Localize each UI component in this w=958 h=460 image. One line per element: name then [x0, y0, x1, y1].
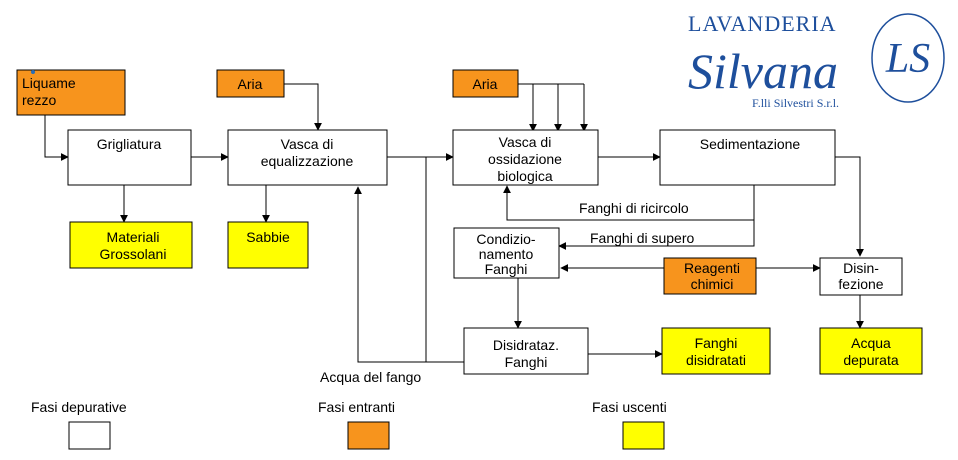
legend-uscenti-swatch: [622, 421, 665, 450]
arrow-fanghi-ricircolo: [503, 185, 755, 221]
flow-labels: Fanghi di ricircolo Fanghi di supero Acq…: [320, 200, 695, 385]
box-ossidazione-l3: biologica: [497, 168, 552, 184]
box-ossidazione-l2: ossidazione: [488, 151, 562, 167]
box-condizionamento-l1: Condizio-: [476, 231, 535, 247]
logo-monogram: LS: [885, 36, 930, 82]
box-sedimentazione-label: Sedimentazione: [700, 136, 801, 152]
box-aria-1-label: Aria: [238, 76, 263, 92]
box-aria-1: Aria: [216, 69, 285, 98]
box-sedimentazione: Sedimentazione: [659, 129, 836, 186]
arrow-fanghi-supero: [558, 220, 755, 250]
label-acqua-fango: Acqua del fango: [320, 369, 421, 385]
box-disidratazione-l1: Disidrataz.: [493, 337, 559, 353]
box-sabbie-label: Sabbie: [246, 229, 290, 245]
box-liquame-l1: Liquame: [22, 75, 76, 91]
box-materiali-l1: Materiali: [107, 229, 160, 245]
box-fanghi-disidratati-l2: disidratati: [686, 352, 746, 368]
legend-depurative-swatch: [68, 421, 111, 450]
box-fanghi-disidratati-l1: Fanghi: [695, 335, 738, 351]
box-equalizzazione-l1: Vasca di: [281, 136, 334, 152]
box-aria-2: Aria: [452, 69, 519, 98]
box-condizionamento-l3: Fanghi: [485, 261, 528, 277]
box-ossidazione-l1: Vasca di: [499, 134, 552, 150]
legend-entranti-label: Fasi entranti: [318, 399, 395, 415]
legend-uscenti-label: Fasi uscenti: [592, 399, 667, 415]
logo-name: Silvana: [688, 43, 838, 99]
svg-text:Disin-fezione: Disin-fezione: [838, 260, 883, 292]
legend-depurative-label: Fasi depurative: [31, 399, 127, 415]
box-aria-2-label: Aria: [473, 76, 498, 92]
box-sabbie: Sabbie: [227, 221, 309, 269]
box-liquame-l2: rezzo: [22, 92, 56, 108]
connectors: [44, 83, 864, 363]
logo-line1: LAVANDERIA: [688, 11, 837, 36]
arrow-acqua-fango: [354, 186, 464, 363]
box-disidratazione-l2: Fanghi: [505, 354, 548, 370]
box-grigliatura-label: Grigliatura: [97, 136, 162, 152]
box-disinfezione: Disin-fezione: [819, 257, 903, 296]
box-acqua-depurata-l2: depurata: [843, 352, 898, 368]
logo-monogram-ring: [871, 13, 945, 103]
box-grigliatura: Grigliatura: [67, 129, 192, 186]
box-disinfezione-l2: fezione: [838, 276, 883, 292]
box-reagenti-l2: chimici: [691, 276, 734, 292]
box-equalizzazione-l2: equalizzazione: [261, 153, 354, 169]
box-reagenti-l1: Reagenti: [684, 260, 740, 276]
box-disidratazione: Disidrataz.Fanghi: [463, 327, 589, 375]
arrow-liquame-grigliatura: [44, 115, 69, 161]
box-condizionamento-l2: namento: [479, 246, 534, 262]
arrow-aria-equalizzazione: [284, 83, 322, 131]
box-acqua-depurata-l1: Acqua: [851, 335, 891, 351]
box-disinfezione-l1: Disin-: [843, 260, 879, 276]
box-materiali-l2: Grossolani: [100, 246, 167, 262]
legend-entranti-swatch: [347, 421, 390, 450]
logo-company: F.lli Silvestri S.r.l.: [752, 96, 839, 110]
company-logo: LAVANDERIA Silvana LS F.lli Silvestri S.…: [688, 11, 945, 110]
arrow-sedimentazione-disinfezione: [835, 156, 864, 257]
label-fanghi-supero: Fanghi di supero: [590, 230, 695, 246]
legend: Fasi depurative Fasi entranti Fasi uscen…: [31, 399, 667, 450]
svg-text:Disidrataz.Fanghi: Disidrataz.Fanghi: [493, 337, 559, 370]
label-fanghi-ricircolo: Fanghi di ricircolo: [579, 200, 689, 216]
